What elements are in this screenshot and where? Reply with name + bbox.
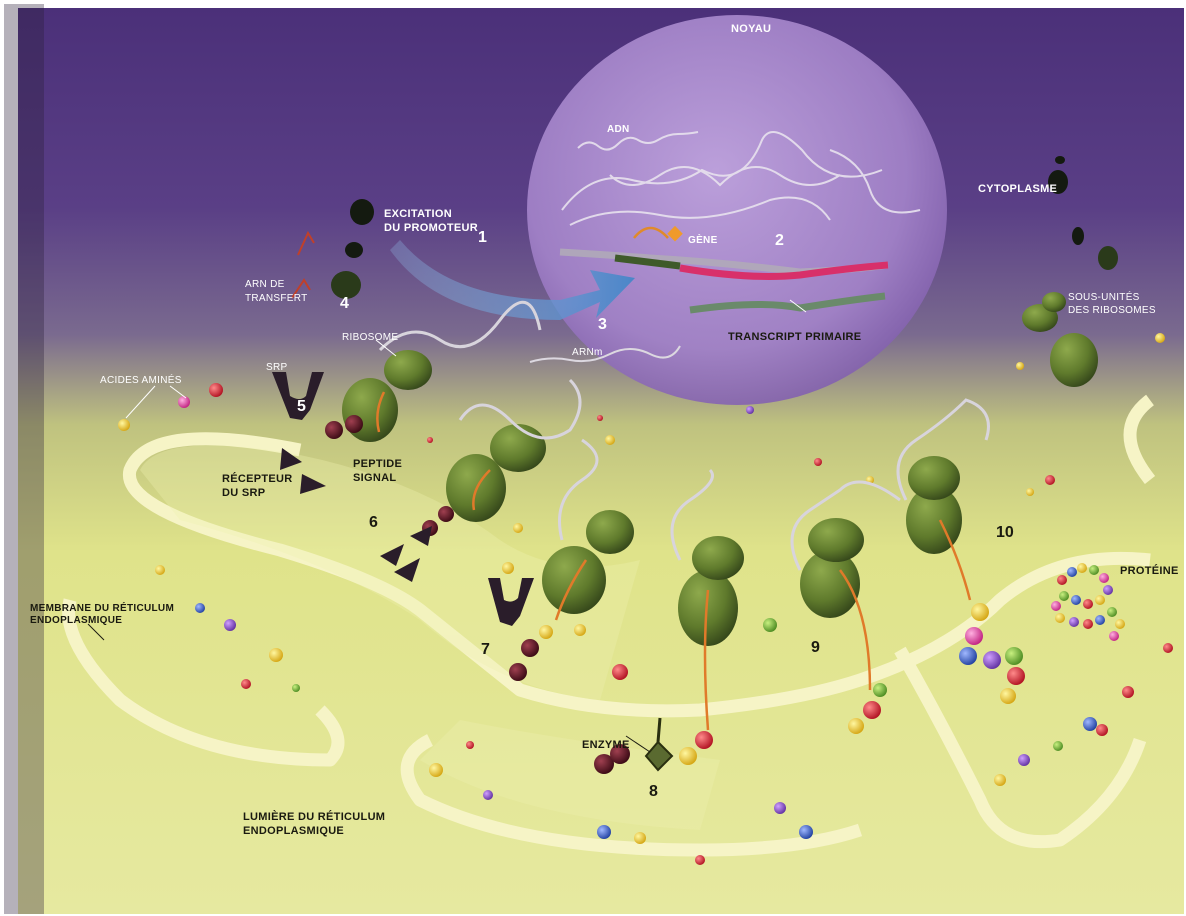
label-excitation-2: DU PROMOTEUR: [384, 222, 478, 235]
label-peptide-2: SIGNAL: [353, 472, 396, 485]
label-gene: GÈNE: [688, 234, 718, 247]
label-enzyme: ENZYME: [582, 739, 630, 752]
label-sous-unites-2: DES RIBOSOMES: [1068, 304, 1156, 317]
label-acides-amines: ACIDES AMINÉS: [100, 374, 182, 387]
label-cytoplasme: CYTOPLASME: [978, 183, 1057, 196]
label-noyau: NOYAU: [731, 23, 771, 36]
label-recepteur-2: DU SRP: [222, 487, 265, 500]
step-2: 2: [775, 232, 784, 250]
step-1: 1: [478, 229, 487, 247]
step-10: 10: [996, 524, 1014, 542]
step-9: 9: [811, 639, 820, 657]
step-4: 4: [340, 295, 349, 313]
step-5: 5: [297, 398, 306, 416]
label-ribosome: RIBOSOME: [342, 331, 398, 344]
label-adn: ADN: [607, 123, 630, 136]
step-7: 7: [481, 641, 490, 659]
label-lumiere-1: LUMIÈRE DU RÉTICULUM: [243, 811, 385, 824]
label-arn-transfert-2: TRANSFERT: [245, 292, 308, 305]
label-arnm: ARNm: [572, 346, 603, 359]
label-arn-transfert-1: ARN DE: [245, 278, 285, 291]
step-8: 8: [649, 783, 658, 801]
step-6: 6: [369, 514, 378, 532]
label-lumiere-2: ENDOPLASMIQUE: [243, 825, 344, 838]
label-membrane-2: ENDOPLASMIQUE: [30, 614, 122, 627]
label-recepteur-1: RÉCEPTEUR: [222, 473, 293, 486]
step-3: 3: [598, 316, 607, 334]
label-sous-unites-1: SOUS-UNITÉS: [1068, 291, 1140, 304]
label-excitation-1: EXCITATION: [384, 208, 452, 221]
label-srp: SRP: [266, 361, 287, 374]
label-transcript-primaire: TRANSCRIPT PRIMAIRE: [728, 331, 861, 344]
label-proteine: PROTÉINE: [1120, 565, 1179, 578]
label-peptide-1: PEPTIDE: [353, 458, 402, 471]
